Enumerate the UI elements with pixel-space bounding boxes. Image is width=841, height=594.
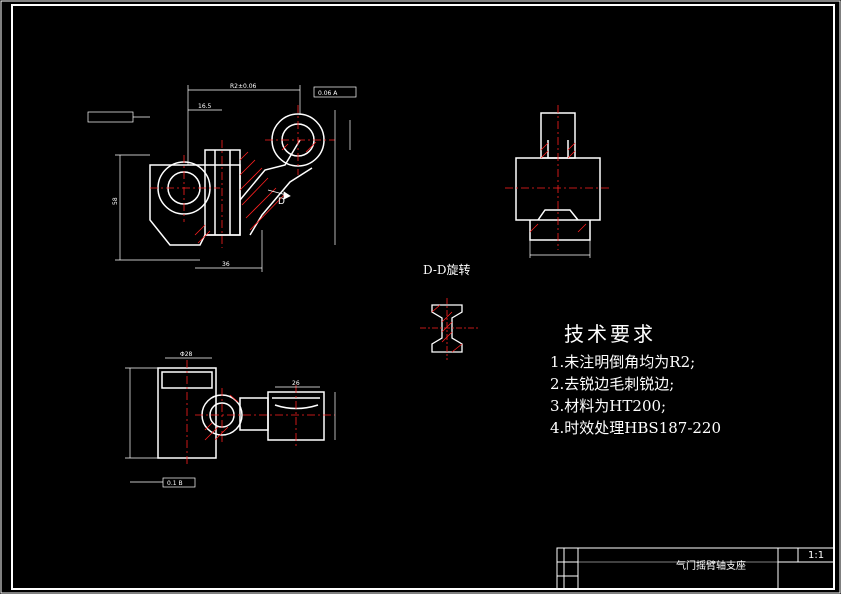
front-view-dims <box>87 85 357 272</box>
dim-tol-text: 0.06 A <box>318 90 338 97</box>
side-view-hatch <box>529 142 587 233</box>
title-block <box>556 547 835 590</box>
front-view-dim-vert-text: 58 <box>112 197 119 205</box>
dim-top-text: R2±0.06 <box>230 83 257 90</box>
top-view-dims <box>125 357 336 488</box>
tech-requirement-item: 1.未注明倒角均为R2; <box>550 353 696 371</box>
tech-requirements-title: 技术要求 <box>564 322 656 346</box>
side-view-dims <box>529 240 591 258</box>
tech-requirement-item: 3.材料为HT200; <box>550 397 667 415</box>
top-view-hatch <box>204 394 239 441</box>
dd-section <box>431 304 463 353</box>
dim-height-text: 58 <box>112 197 119 205</box>
front-view-hatch <box>194 141 317 244</box>
dim-tol2-text: 0.1 B <box>167 480 183 487</box>
tech-requirement-item: 4.时效处理HBS187-220 <box>550 419 722 437</box>
section-view-label: D-D旋转 <box>423 263 471 277</box>
top-view-dim-text: Φ28 26 0.1 B <box>167 351 300 487</box>
front-view-dim-text: R2±0.06 16.5 36 0.06 A D <box>198 83 338 268</box>
side-view-centerlines <box>505 105 610 250</box>
dd-section-centerlines <box>420 298 480 360</box>
technical-requirements: 技术要求 1.未注明倒角均为R2; 2.去锐边毛刺锐边; 3.材料为HT200;… <box>550 318 721 439</box>
tech-requirement-item: 2.去锐边毛刺锐边; <box>550 375 675 393</box>
front-view-centerlines <box>150 105 335 248</box>
dim-16-text: 16.5 <box>198 103 212 110</box>
dim-36-text: 36 <box>222 261 230 268</box>
top-view-centerlines <box>186 360 335 465</box>
inner-border <box>11 4 835 590</box>
section-arrow <box>267 189 291 200</box>
dim-phi-text: Φ28 <box>180 351 193 358</box>
title-block-part-name: 气门摇臂轴支座 <box>676 561 746 572</box>
dim-26-text: 26 <box>292 380 300 387</box>
title-block-scale: 1:1 <box>808 550 825 561</box>
section-arrow-text: D <box>278 197 285 207</box>
